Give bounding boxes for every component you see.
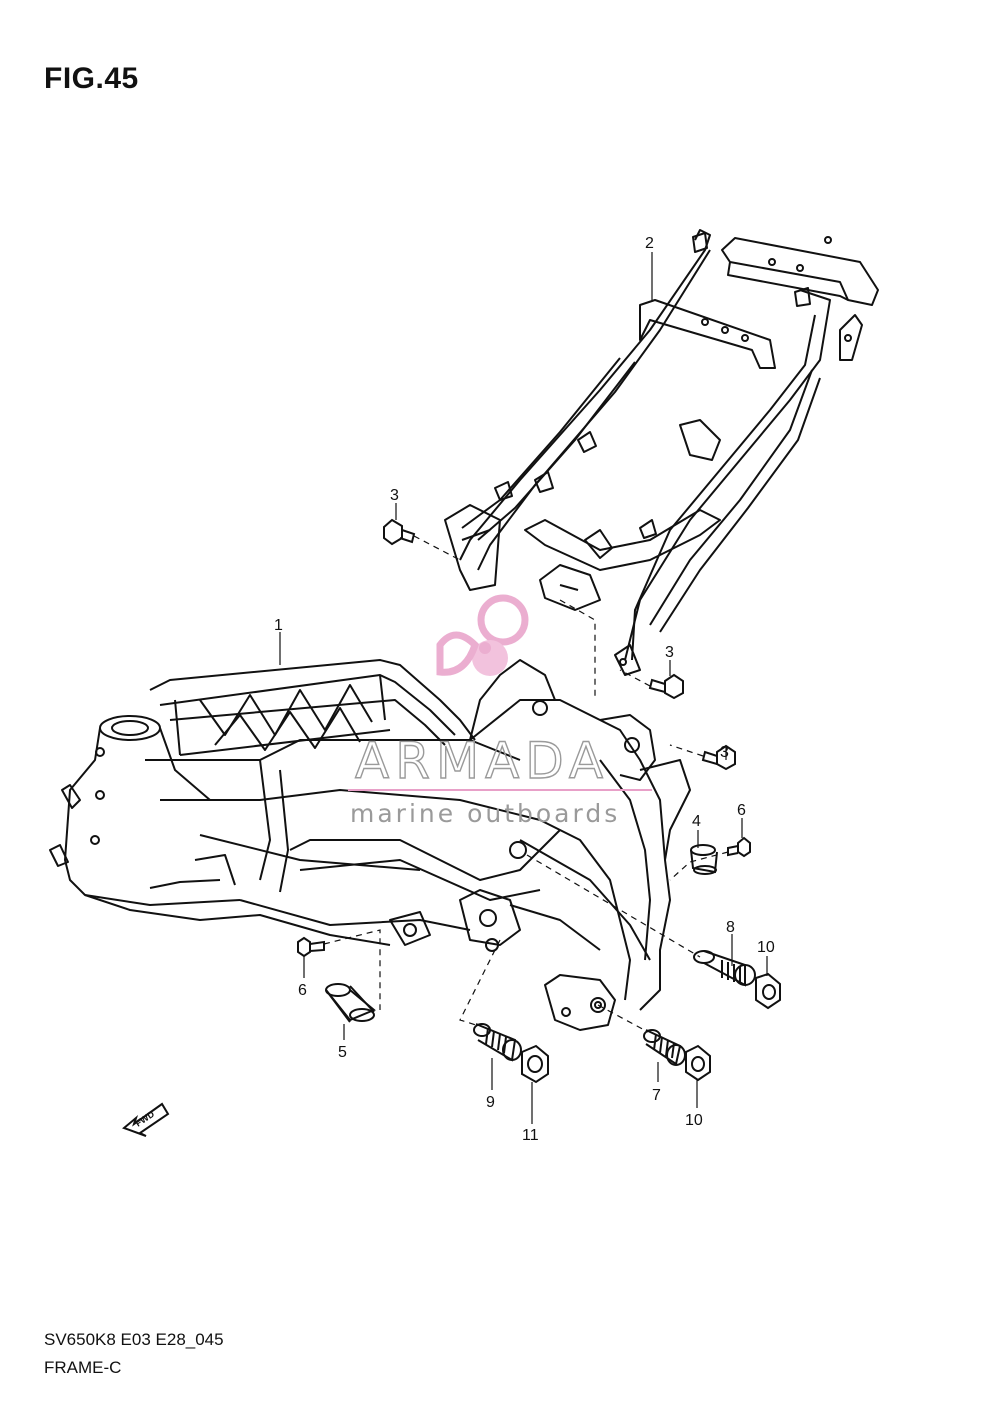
bolt-part-3-upper [383, 518, 416, 546]
nut-part-10-upper [755, 972, 781, 1010]
callout-part-8: 8 [726, 919, 735, 936]
bolt-part-3-lower [701, 744, 736, 771]
adjuster-part-9 [473, 1023, 522, 1062]
nut-part-10-lower [685, 1044, 711, 1082]
callout-1-part-2: 2 [645, 235, 654, 252]
figure-code: SV650K8 E03 E28_045 [44, 1330, 224, 1349]
adjuster-part-8 [693, 950, 756, 987]
bolt-part-3-middle [648, 673, 684, 700]
adjuster-part-7 [643, 1029, 686, 1066]
fwd-arrow-icon: FWD [122, 1102, 170, 1137]
callout-part-10-lower: 10 [685, 1112, 703, 1129]
collar-part-4 [690, 844, 718, 875]
spacer-part-5 [325, 983, 376, 1023]
main-frame [49, 659, 691, 1031]
callout-part-3-upper: 3 [390, 487, 399, 504]
nut-part-11 [521, 1044, 549, 1084]
leader-lines [279, 252, 768, 1124]
callout-part-9: 9 [486, 1094, 495, 1111]
watermark-brand: ARMADA [355, 732, 609, 790]
callout-part-3-lower: 3 [720, 744, 729, 761]
callout-part-10-upper: 10 [757, 939, 775, 956]
figure-name: FRAME-C [44, 1358, 122, 1377]
seat-rail-frame [444, 229, 879, 676]
callout-part-7: 7 [652, 1087, 661, 1104]
callout-part-6-left: 6 [298, 982, 307, 999]
callout-part-5: 5 [338, 1044, 347, 1061]
bolt-part-6-right [727, 836, 751, 858]
bolt-part-6-left [297, 936, 325, 958]
callout-part-11: 11 [522, 1127, 539, 1144]
callout-part-1: 1 [274, 617, 283, 634]
callout-part-3-middle: 3 [665, 644, 674, 661]
callout-part-4: 4 [692, 813, 701, 830]
figure-title: FIG.45 [44, 62, 139, 95]
assembly-lines [323, 535, 729, 1033]
watermark-logo-icon [436, 594, 529, 676]
callout-part-6-right: 6 [737, 802, 746, 819]
watermark-tagline: marine outboards [350, 799, 620, 828]
